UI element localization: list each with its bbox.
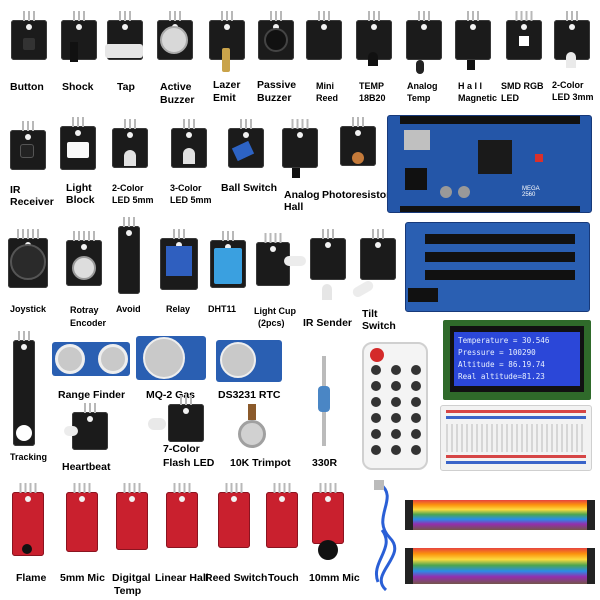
label-7color-2: Flash LED bbox=[163, 457, 215, 469]
label-light-cup-2: (2pcs) bbox=[258, 318, 285, 328]
remote-keypad bbox=[371, 365, 421, 455]
label-light-cup-1: Light Cup bbox=[254, 306, 296, 316]
label-330r: 330R bbox=[312, 457, 338, 469]
label-smd-rgb-2: LED bbox=[501, 93, 519, 103]
label-mic10: 10mm Mic bbox=[309, 572, 360, 584]
label-passive-buzzer-2: Buzzer bbox=[257, 92, 292, 104]
label-mini-reed-2: Reed bbox=[316, 93, 339, 103]
label-analog-hall-2: Hall bbox=[284, 201, 304, 213]
label-mq2: MQ-2 Gas bbox=[146, 389, 196, 401]
label-avoid: Avoid bbox=[116, 304, 141, 314]
label-rotary-2: Encoder bbox=[70, 318, 107, 328]
label-photoresistor: Photoresistor bbox=[322, 189, 391, 201]
label-linear-hall: Linear Hall bbox=[155, 572, 209, 584]
label-hall-2: Magnetic bbox=[458, 93, 498, 103]
label-button: Button bbox=[10, 81, 44, 93]
label-2c3-2: LED 3mm bbox=[552, 92, 594, 102]
label-ir-recv-2: Receiver bbox=[10, 196, 54, 208]
label-light-block-1: Light bbox=[66, 182, 92, 194]
label-hall-1: H a l l bbox=[458, 81, 483, 91]
label-2c5-1: 2-Color bbox=[112, 183, 144, 193]
label-mic5: 5mm Mic bbox=[60, 572, 105, 584]
label-2c5-2: LED 5mm bbox=[112, 195, 154, 205]
label-range-finder: Range Finder bbox=[58, 389, 126, 401]
label-passive-buzzer-1: Passive bbox=[257, 79, 297, 91]
label-active-buzzer-1: Active bbox=[160, 81, 192, 93]
lcd-line-4: Real altitude=81.23 bbox=[458, 372, 545, 381]
label-shock: Shock bbox=[62, 81, 94, 93]
label-temp-1: TEMP bbox=[359, 81, 385, 91]
label-analog-temp-2: Temp bbox=[407, 93, 431, 103]
label-dtemp-2: Temp bbox=[114, 585, 142, 597]
label-laser-2: Emit bbox=[213, 92, 236, 104]
usb-cable bbox=[374, 480, 397, 592]
label-7color-1: 7-Color bbox=[163, 443, 200, 455]
board-label: MEGA 2560 bbox=[522, 186, 540, 198]
label-trimpot: 10K Trimpot bbox=[230, 457, 291, 469]
label-tracking: Tracking bbox=[10, 452, 48, 462]
jumper-wires bbox=[405, 500, 595, 584]
label-3c5-2: LED 5mm bbox=[170, 195, 212, 205]
label-dtemp-1: Digitgal bbox=[112, 572, 151, 584]
label-3c5-1: 3-Color bbox=[170, 183, 202, 193]
label-rotary-1: Rotray bbox=[70, 305, 99, 315]
label-analog-hall-1: Analog bbox=[284, 189, 320, 201]
lcd-line-2: Pressure = 100290 bbox=[458, 348, 536, 357]
label-dht11: DHT11 bbox=[208, 304, 237, 314]
label-touch: Touch bbox=[268, 572, 299, 584]
label-reed-switch: Reed Switch bbox=[205, 572, 268, 584]
label-ir-sender: IR Sender bbox=[303, 317, 353, 329]
label-ball-switch: Ball Switch bbox=[221, 182, 278, 194]
label-joystick: Joystick bbox=[10, 304, 47, 314]
label-relay: Relay bbox=[166, 304, 191, 314]
label-smd-rgb-1: SMD RGB bbox=[501, 81, 544, 91]
label-mini-reed-1: Mini bbox=[316, 81, 334, 91]
lcd-line-1: Temperature = 30.546 bbox=[458, 336, 550, 345]
label-ir-recv-1: IR bbox=[10, 184, 21, 196]
lcd-line-3: Altitude = 86.19.74 bbox=[458, 360, 545, 369]
label-tap: Tap bbox=[117, 81, 135, 93]
label-analog-temp-1: Analog bbox=[407, 81, 438, 91]
label-tilt-1: Tilt bbox=[362, 308, 378, 320]
label-light-block-2: Block bbox=[66, 194, 95, 206]
label-tilt-2: Switch bbox=[362, 320, 396, 332]
label-heartbeat: Heartbeat bbox=[62, 461, 111, 473]
label-2c3-1: 2-Color bbox=[552, 80, 584, 90]
label-laser-1: Lazer bbox=[213, 79, 241, 91]
label-active-buzzer-2: Buzzer bbox=[160, 94, 195, 106]
label-temp-2: 18B20 bbox=[359, 93, 386, 103]
label-ds3231: DS3231 RTC bbox=[218, 389, 281, 401]
label-flame: Flame bbox=[16, 572, 47, 584]
